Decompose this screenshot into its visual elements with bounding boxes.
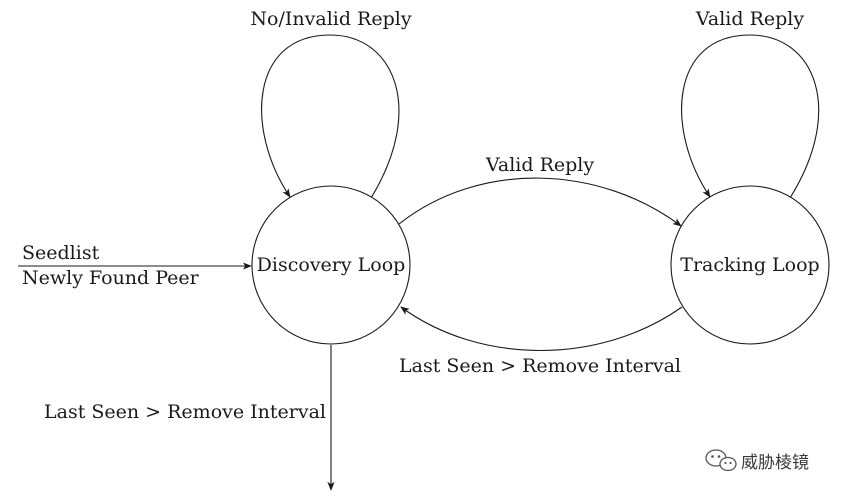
tracking-self-loop-edge <box>681 34 820 199</box>
discovery-exit-label: Last Seen > Remove Interval <box>44 401 326 423</box>
tracking-loop-label: Tracking Loop <box>680 254 819 276</box>
tracking-to-discovery-edge <box>400 306 683 352</box>
discovery-self-loop-label: No/Invalid Reply <box>250 8 411 30</box>
discovery-loop-node <box>251 185 411 345</box>
discovery-self-loop-edge <box>261 34 400 199</box>
tracking-self-loop-label: Valid Reply <box>695 8 804 30</box>
discovery-to-tracking-label: Valid Reply <box>485 154 594 176</box>
wechat-icon <box>705 449 737 472</box>
tracking-loop-node <box>670 185 830 345</box>
input-label-seedlist: Seedlist <box>22 242 100 264</box>
watermark-text: 威胁棱镜 <box>741 453 809 473</box>
discovery-to-tracking-edge <box>398 177 682 227</box>
tracking-to-discovery-label: Last Seen > Remove Interval <box>399 355 681 377</box>
discovery-loop-label: Discovery Loop <box>257 254 406 276</box>
input-label-newly-found-peer: Newly Found Peer <box>22 267 200 289</box>
